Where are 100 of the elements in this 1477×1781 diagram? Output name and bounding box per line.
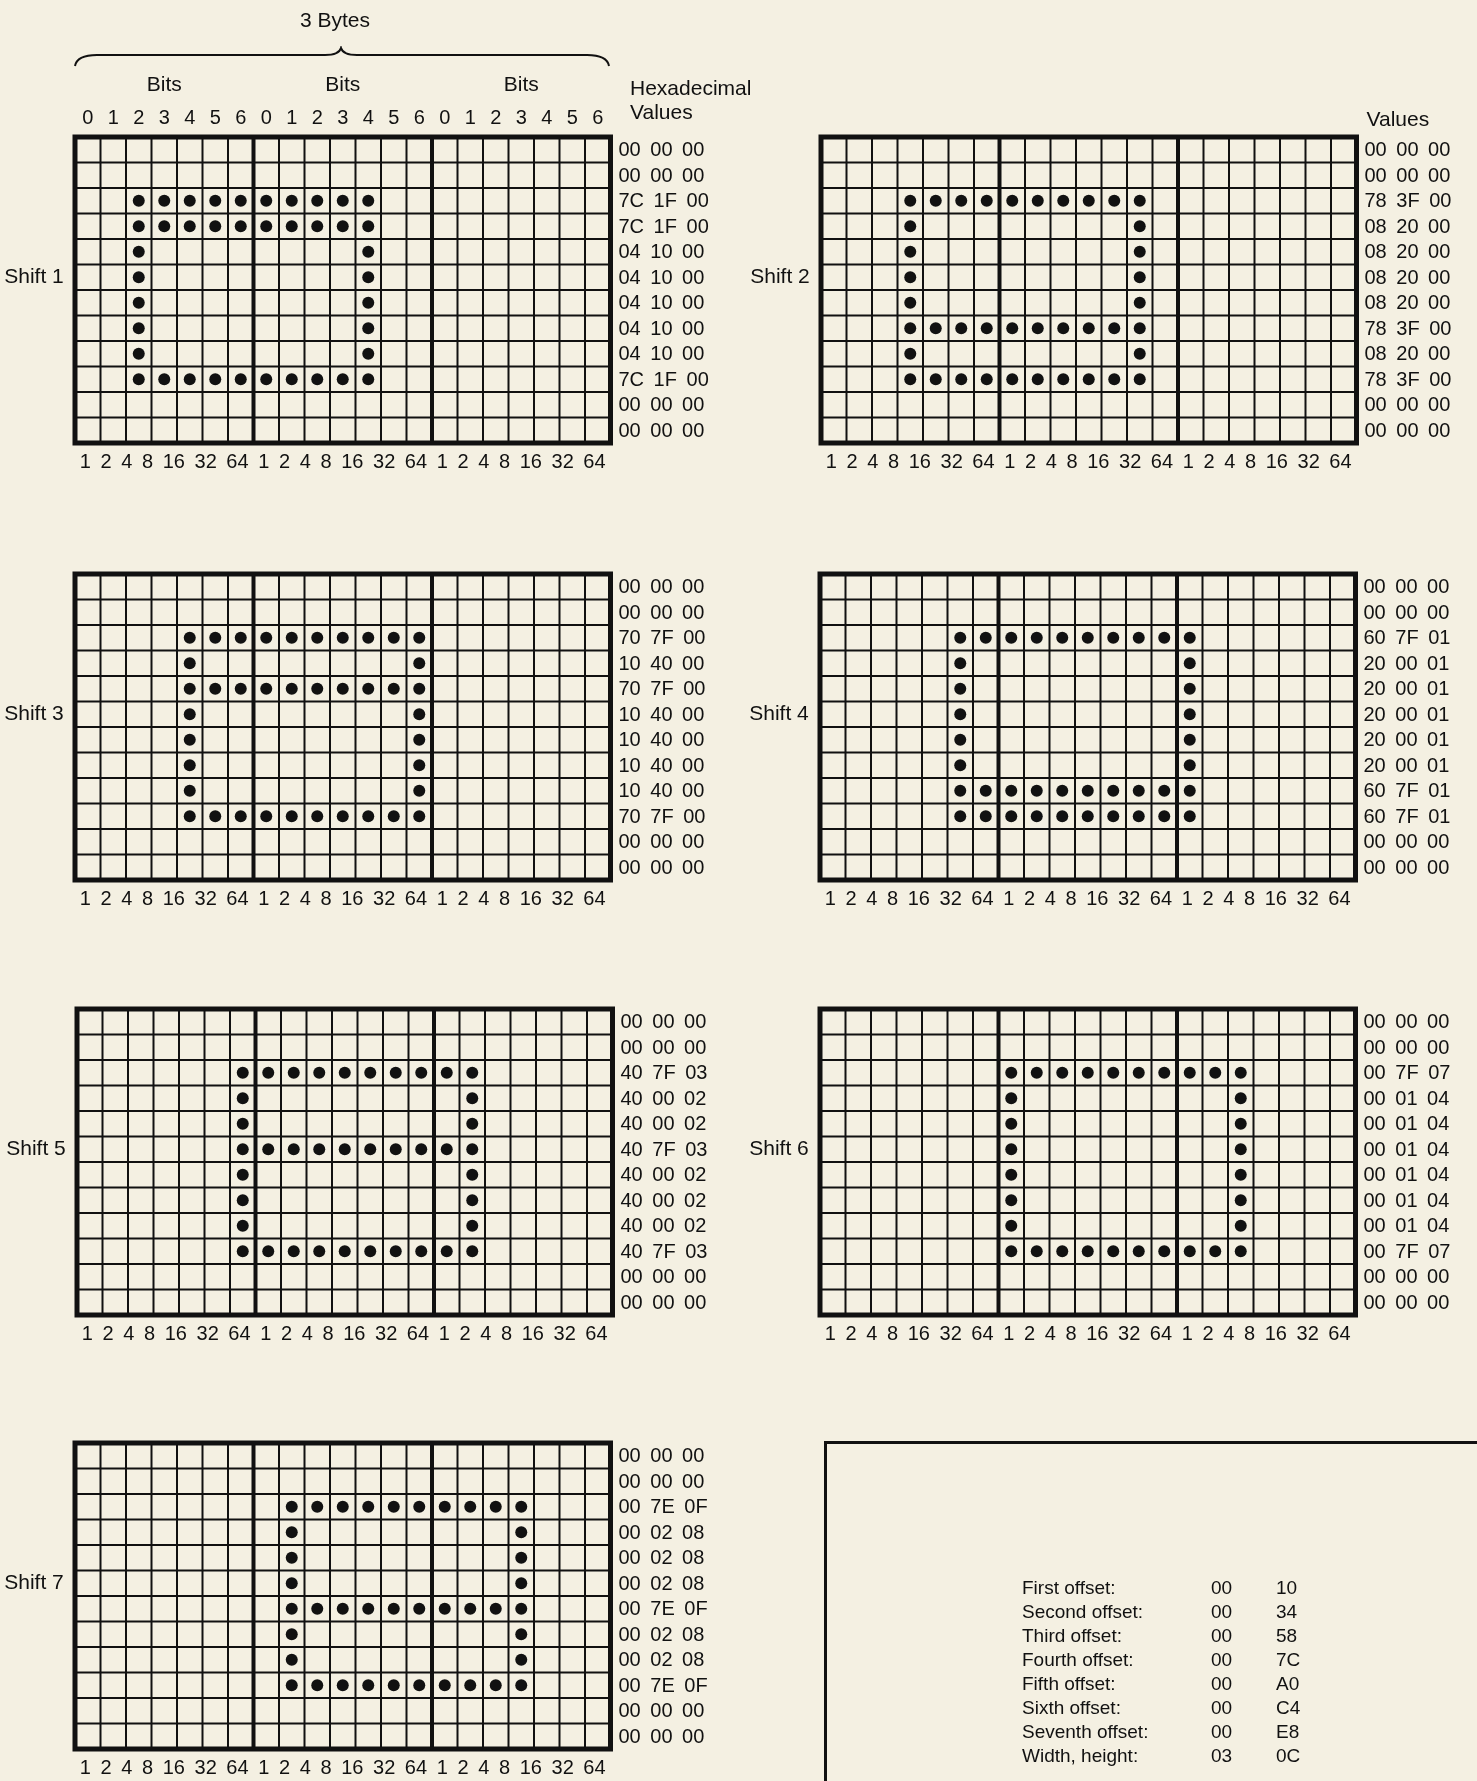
hex-value: 00 02 08: [618, 1621, 705, 1647]
hex-value: 04 10 00: [618, 239, 705, 264]
column-heading: Values: [1366, 107, 1430, 131]
bit-weights: 1 2 4 8 16 32 64: [435, 886, 607, 910]
hex-value: 00 02 08: [618, 1519, 705, 1545]
bit-weights: 1 2 4 8 16 32 64: [823, 1321, 995, 1345]
bits-heading: Bits: [324, 72, 362, 96]
shift-label: Shift 5: [5, 1136, 67, 1160]
hex-value: 00 01 04: [1363, 1187, 1450, 1213]
hex-value: 78 3F 00: [1364, 188, 1452, 213]
hex-value: 00 00 00: [618, 137, 705, 162]
bit-numbers: 0 1 2 3 4 5 6: [438, 105, 605, 129]
bit-weights: 1 2 4 8 16 32 64: [435, 449, 607, 473]
hex-value: 00 00 00: [618, 392, 705, 417]
hex-value: 20 00 01: [1363, 650, 1450, 676]
hex-value: 00 00 00: [618, 1723, 705, 1749]
offset-name: Third offset:: [1022, 1624, 1122, 1648]
hex-value: 20 00 01: [1363, 752, 1450, 778]
hex-value: 00 00 00: [1363, 599, 1450, 625]
bit-weights: 1 2 4 8 16 32 64: [824, 449, 996, 473]
hex-value: 08 20 00: [1364, 341, 1451, 366]
shift-label: Shift 4: [748, 701, 810, 725]
hex-value: 00 01 04: [1363, 1085, 1450, 1111]
bit-weights: 1 2 4 8 16 32 64: [1180, 886, 1352, 910]
hex-value: 00 00 00: [618, 599, 705, 625]
offset-name: Sixth offset:: [1022, 1696, 1121, 1720]
hex-value: 08 20 00: [1364, 213, 1451, 239]
hex-value: 40 7F 03: [620, 1136, 708, 1162]
hex-value: 00 7E 0F: [618, 1596, 708, 1621]
hex-value: 00 00 00: [618, 1468, 705, 1494]
hex-value: 00 7E 0F: [618, 1494, 708, 1519]
hex-value: 00 00 00: [620, 1009, 707, 1034]
hex-value: 00 01 04: [1363, 1162, 1450, 1187]
hex-value: 40 00 02: [620, 1213, 707, 1238]
bit-weights: 1 2 4 8 16 32 64: [259, 1321, 431, 1345]
hex-value: 40 00 02: [620, 1111, 707, 1136]
hex-value: 00 00 00: [1363, 1009, 1450, 1034]
hex-value: 00 7F 07: [1363, 1238, 1451, 1264]
hex-value: 20 00 01: [1363, 676, 1450, 701]
bit-weights: 1 2 4 8 16 32 64: [78, 449, 250, 473]
hex-value: 10 40 00: [618, 778, 705, 803]
hex-value: 00 00 00: [618, 162, 705, 188]
offset-name: First offset:: [1022, 1576, 1116, 1600]
bit-weights: 1 2 4 8 16 32 64: [257, 449, 429, 473]
hex-value: 00 00 00: [1364, 392, 1451, 417]
hex-value: 10 40 00: [618, 752, 705, 778]
offset-value: 00: [1211, 1672, 1233, 1696]
hex-value: 70 7F 00: [618, 676, 706, 701]
offset-name: Fifth offset:: [1022, 1672, 1116, 1696]
hex-value: 40 00 02: [620, 1085, 707, 1111]
hex-value: 00 00 00: [618, 1698, 705, 1723]
bit-weights: 1 2 4 8 16 32 64: [78, 1755, 250, 1779]
hex-value: 00 00 00: [1364, 162, 1451, 188]
offset-name: Seventh offset:: [1022, 1720, 1149, 1744]
shift-label: Shift 3: [3, 701, 65, 725]
hex-value: 78 3F 00: [1364, 366, 1452, 392]
hex-value: 20 00 01: [1363, 727, 1450, 752]
hex-value: 10 40 00: [618, 727, 705, 752]
offset-name: Width, height:: [1022, 1744, 1139, 1768]
offset-value: 00: [1211, 1576, 1233, 1600]
offset-value: 34: [1276, 1600, 1298, 1624]
offset-value: 00: [1211, 1720, 1233, 1744]
hex-value: 00 00 00: [1363, 1264, 1450, 1289]
hex-value: 00 02 08: [618, 1545, 705, 1570]
hex-value: 00 02 08: [618, 1570, 705, 1596]
hex-value: 00 00 00: [618, 1443, 705, 1468]
bit-weights: 1 2 4 8 16 32 64: [1180, 1321, 1352, 1345]
hex-value: 00 00 00: [618, 417, 705, 443]
hex-value: 00 00 00: [618, 829, 705, 854]
shift-label: Shift 7: [3, 1570, 65, 1594]
offset-value: 00: [1211, 1696, 1233, 1720]
bit-numbers: 0 1 2 3 4 5 6: [259, 105, 426, 129]
bit-weights: 1 2 4 8 16 32 64: [257, 1755, 429, 1779]
hex-value: 60 7F 01: [1363, 778, 1451, 803]
offset-value: A0: [1276, 1672, 1300, 1696]
hex-value: 7C 1F 00: [618, 366, 709, 392]
hex-value: 60 7F 01: [1363, 803, 1451, 829]
hex-value: 40 00 02: [620, 1187, 707, 1213]
hex-value: 20 00 01: [1363, 701, 1450, 727]
hex-value: 00 00 00: [1363, 574, 1450, 599]
bit-weights: 1 2 4 8 16 32 64: [1002, 1321, 1174, 1345]
hex-value: 00 00 00: [620, 1289, 707, 1315]
offset-value: C4: [1276, 1696, 1301, 1720]
hex-value: 00 00 00: [620, 1034, 707, 1060]
hex-value: 70 7F 00: [618, 625, 706, 650]
bit-weights: 1 2 4 8 16 32 64: [1002, 886, 1174, 910]
offset-name: Fourth offset:: [1022, 1648, 1134, 1672]
hex-value: 40 7F 03: [620, 1060, 708, 1085]
hex-value: 00 00 00: [618, 854, 705, 880]
hex-value: 7C 1F 00: [618, 213, 709, 239]
offset-value: 10: [1276, 1576, 1298, 1600]
hex-value: 00 00 00: [1363, 829, 1450, 854]
bit-numbers: 0 1 2 3 4 5 6: [81, 105, 248, 129]
hex-value: 08 20 00: [1364, 239, 1451, 264]
offset-value: 00: [1211, 1600, 1233, 1624]
shift-label: Shift 1: [3, 264, 65, 288]
hex-value: 00 00 00: [1363, 1034, 1450, 1060]
hex-value: 00 7E 0F: [618, 1672, 708, 1698]
hex-value: 08 20 00: [1364, 264, 1451, 290]
hex-value: 40 00 02: [620, 1162, 707, 1187]
